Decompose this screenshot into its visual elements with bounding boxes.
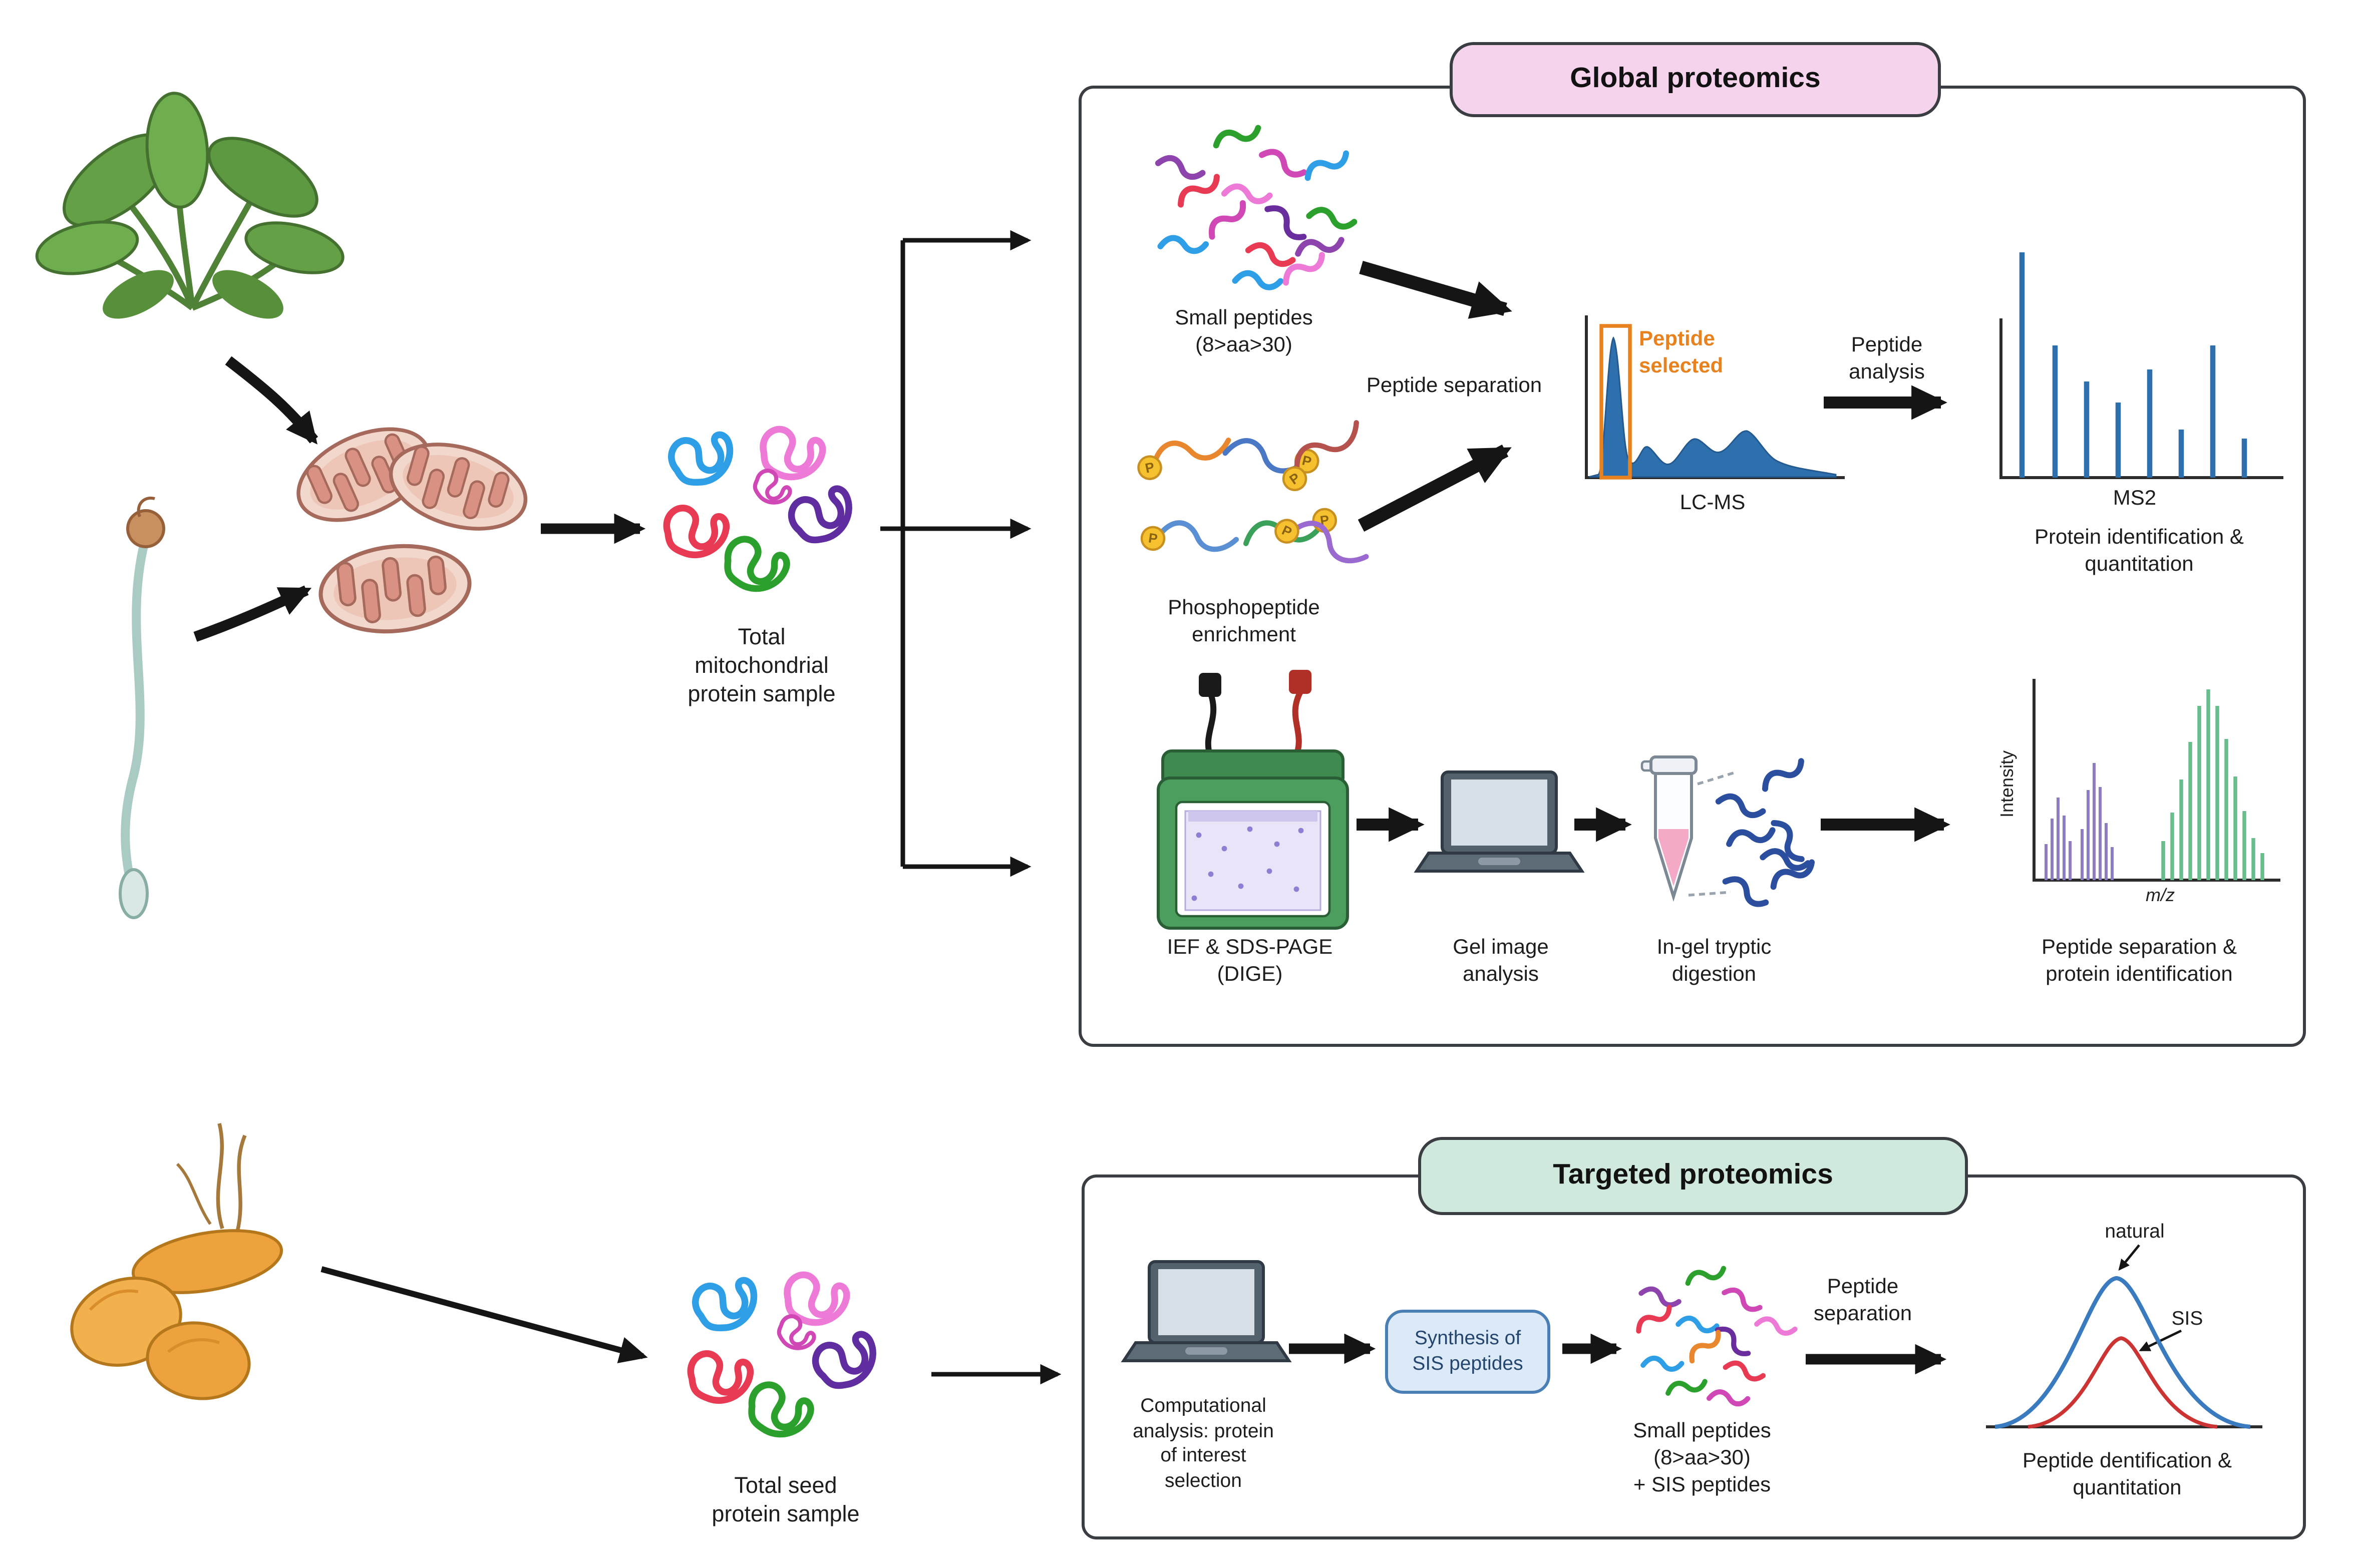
dige-gel-icon: [1157, 670, 1349, 930]
targeted-proteomics-title: Targeted proteomics: [1553, 1159, 1833, 1191]
natural-curve: [1994, 1276, 2251, 1429]
mitochondria-icon: [284, 411, 535, 639]
targeted-chromatogram: [1986, 1276, 2262, 1429]
seedling-icon: [119, 496, 165, 919]
in-gel-digestion-icon: [1640, 757, 1815, 909]
small-peptides-label: Small peptides (8>aa>30): [1175, 305, 1313, 356]
peptide-selected-box: [1599, 324, 1632, 480]
intensity-axis-label: Intensity: [1996, 750, 2017, 818]
computational-analysis-label: Computational analysis: protein of inter…: [1133, 1394, 1274, 1491]
mz-axis-label: m/z: [2146, 885, 2175, 905]
peptide-analysis-label: Peptide analysis: [1849, 332, 1925, 383]
laptop-computational-icon: [1124, 1262, 1289, 1361]
peptide-separation-id-label: Peptide separation & protein identificat…: [2042, 934, 2237, 985]
peptide-selected-label: Peptide selected: [1639, 326, 1724, 377]
small-peptides-sis-label: Small peptides (8>aa>30) + SIS peptides: [1633, 1418, 1771, 1496]
natural-label: natural: [2105, 1220, 2165, 1242]
phospho-p-label: P: [1147, 530, 1158, 546]
phosphopeptides-icon: P P P P P: [1137, 416, 1370, 576]
targeted-peptide-separation-label: Peptide separation: [1813, 1274, 1912, 1325]
protein-identification-label: Protein identification & quantitation: [2035, 524, 2244, 575]
sis-curve: [2028, 1336, 2218, 1429]
ms2-spectrum: [1999, 252, 2283, 479]
protein-cluster-seed-icon: [687, 1272, 883, 1443]
targeted-proteomics-header: Targeted proteomics: [1418, 1137, 1968, 1215]
in-gel-digestion-label: In-gel tryptic digestion: [1656, 934, 1772, 985]
lcms-chromatogram: [1585, 315, 1845, 480]
peptide-separation-label: Peptide separation: [1366, 372, 1542, 397]
sis-label: SIS: [2171, 1307, 2203, 1329]
total-mitochondrial-label: Total mitochondrial protein sample: [688, 625, 836, 708]
total-seed-label: Total seed protein sample: [712, 1473, 860, 1528]
protein-cluster-mito-icon: [663, 427, 859, 598]
lcms-label: LC-MS: [1679, 490, 1746, 514]
phosphopeptide-enrichment-label: Phosphopeptide enrichment: [1168, 595, 1320, 646]
phospho-p-label: P: [1144, 460, 1156, 476]
plant-icon: [35, 92, 345, 319]
peptide-identification-quantitation-label: Peptide dentification & quantitation: [2023, 1448, 2232, 1499]
sis-synthesis-box: Synthesis of SIS peptides: [1385, 1310, 1550, 1394]
global-proteomics-header: Global proteomics: [1450, 42, 1941, 117]
gel-image-analysis-label: Gel image analysis: [1453, 934, 1549, 985]
sis-synthesis-label: Synthesis of SIS peptides: [1412, 1326, 1523, 1374]
small-peptides-icon: [1158, 125, 1356, 289]
global-proteomics-title: Global proteomics: [1570, 63, 1821, 95]
sis-peptides-icon: [1634, 1266, 1796, 1405]
connector-arrows: [193, 230, 2182, 1385]
ief-sds-page-label: IEF & SDS-PAGE (DIGE): [1167, 934, 1333, 985]
seeds-icon: [70, 1123, 283, 1400]
ms2-label: MS2: [2113, 485, 2157, 509]
peptide-spectrum: Intensity m/z: [1996, 679, 2280, 905]
laptop-gel-analysis-icon: [1417, 772, 1582, 871]
